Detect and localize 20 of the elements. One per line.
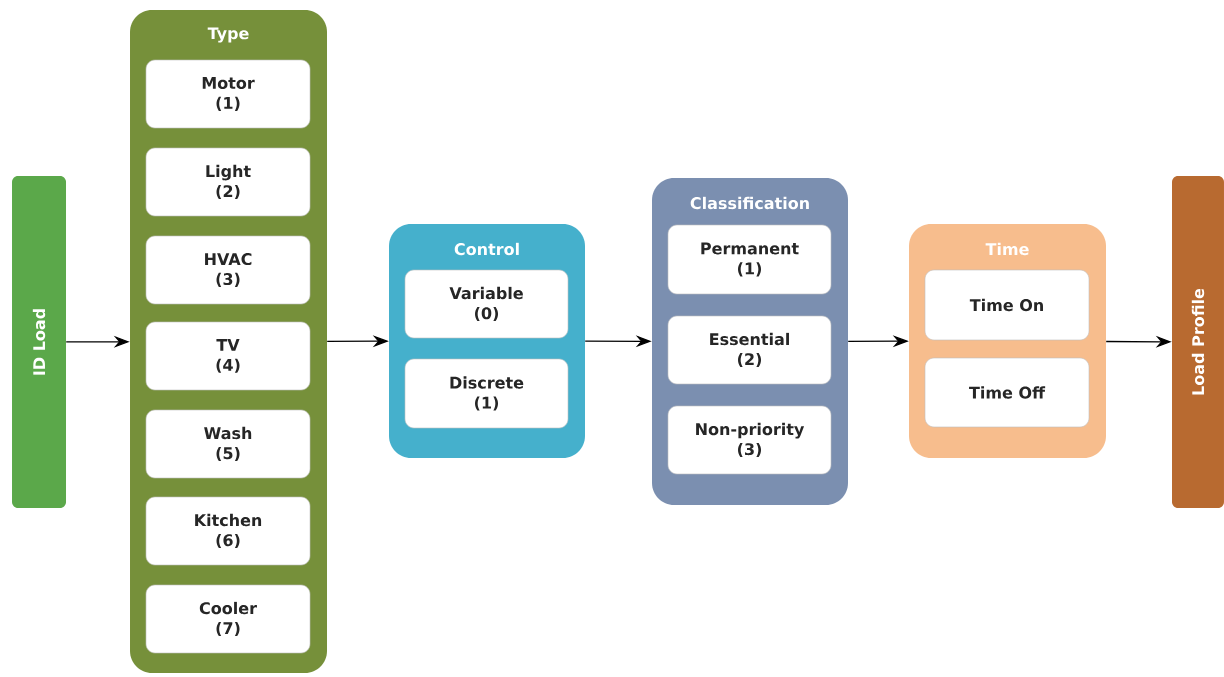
item-box: Cooler (7) (145, 584, 311, 654)
panel-heading: Classification (690, 196, 809, 210)
item-box: Time On (924, 269, 1090, 341)
item-box: Motor (1) (145, 59, 311, 129)
item-box: Variable (0) (404, 269, 569, 339)
item-box: Discrete (1) (404, 358, 569, 429)
vertical-bar: ID Load (12, 176, 66, 508)
item-box: Permanent (1) (667, 224, 832, 295)
item-box: Time Off (924, 357, 1090, 428)
item-box: Light (2) (145, 147, 311, 217)
panel-heading: Time (985, 242, 1029, 256)
panel-heading: Control (454, 242, 519, 256)
vertical-bar: Load Profile (1172, 176, 1224, 508)
item-box: HVAC (3) (145, 235, 311, 305)
item-box: Wash (5) (145, 409, 311, 479)
panel-heading: Type (207, 27, 249, 43)
item-box: Kitchen (6) (145, 496, 311, 566)
item-box: Non-priority (3) (667, 405, 832, 475)
item-box: TV (4) (145, 321, 311, 391)
item-box: Essential (2) (667, 315, 832, 385)
